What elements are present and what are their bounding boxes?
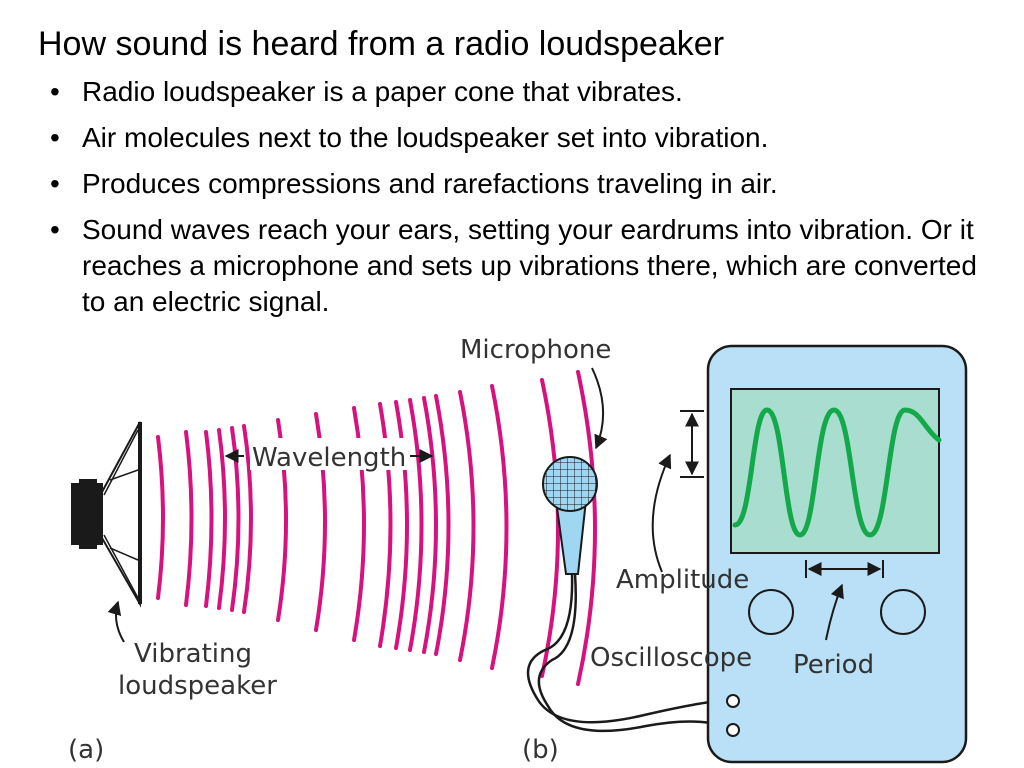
- microphone-cable: [526, 573, 729, 724]
- wavefront: [378, 402, 393, 648]
- amplitude-label: Amplitude: [616, 565, 749, 595]
- wavefront: [408, 398, 424, 652]
- loudspeaker-pointer: [107, 600, 125, 643]
- sound-wavefronts: [156, 370, 597, 686]
- bullet-text: Air molecules next to the loudspeaker se…: [82, 122, 769, 153]
- bullet-text: Sound waves reach your ears, setting you…: [82, 214, 977, 317]
- wavefront: [217, 428, 227, 610]
- oscilloscope-screen: [730, 388, 940, 554]
- loudspeaker-icon: [71, 421, 142, 608]
- input-jack: [726, 694, 740, 708]
- wavefront: [204, 430, 214, 608]
- vibrating-label: Vibrating: [134, 639, 252, 669]
- period-label: Period: [793, 650, 874, 680]
- wavefront: [422, 396, 438, 654]
- bullet-icon: •: [50, 168, 60, 199]
- microphone-pointer: [591, 367, 608, 450]
- input-jack: [726, 723, 740, 737]
- part-b-label: (b): [522, 735, 559, 765]
- microphone-cable-2: [537, 573, 729, 733]
- period-pointer: [825, 583, 844, 641]
- wavefront: [242, 424, 253, 614]
- oscilloscope-icon: [706, 344, 968, 764]
- bullet-text: Produces compressions and rarefactions t…: [82, 168, 778, 199]
- wavefront: [458, 390, 476, 662]
- microphone-label: Microphone: [460, 335, 611, 365]
- wavefront: [156, 435, 165, 600]
- slide-title: How sound is heard from a radio loudspea…: [38, 25, 725, 63]
- bullet-item: • Radio loudspeaker is a paper cone that …: [46, 74, 1006, 110]
- wavefront: [352, 406, 366, 642]
- wavefront: [540, 378, 560, 678]
- oscilloscope-label: Oscilloscope: [590, 643, 752, 673]
- wavefront: [434, 394, 451, 656]
- bullet-icon: •: [50, 214, 60, 245]
- microphone-icon: [542, 456, 598, 575]
- amplitude-pointer: [651, 453, 672, 573]
- signal-wave: [732, 407, 942, 538]
- bullet-item: • Produces compressions and rarefactions …: [46, 166, 1006, 202]
- wavefront: [394, 400, 409, 650]
- wavefront: [184, 430, 194, 607]
- knob-left: [748, 589, 794, 635]
- loudspeaker-label: loudspeaker: [118, 671, 277, 701]
- bullet-icon: •: [50, 122, 60, 153]
- bullet-text: Radio loudspeaker is a paper cone that v…: [82, 76, 683, 107]
- knob-right: [880, 589, 926, 635]
- wavelength-label-bg: [250, 438, 408, 470]
- wavefront: [576, 370, 597, 686]
- wavefront: [490, 384, 509, 670]
- bullet-icon: •: [50, 76, 60, 107]
- wavelength-label: Wavelength: [252, 443, 406, 473]
- bullet-item: • Sound waves reach your ears, setting yo…: [46, 212, 1006, 320]
- bullet-item: • Air molecules next to the loudspeaker s…: [46, 120, 1006, 156]
- part-a-label: (a): [68, 735, 104, 765]
- bullet-list: • Radio loudspeaker is a paper cone that …: [46, 74, 1006, 330]
